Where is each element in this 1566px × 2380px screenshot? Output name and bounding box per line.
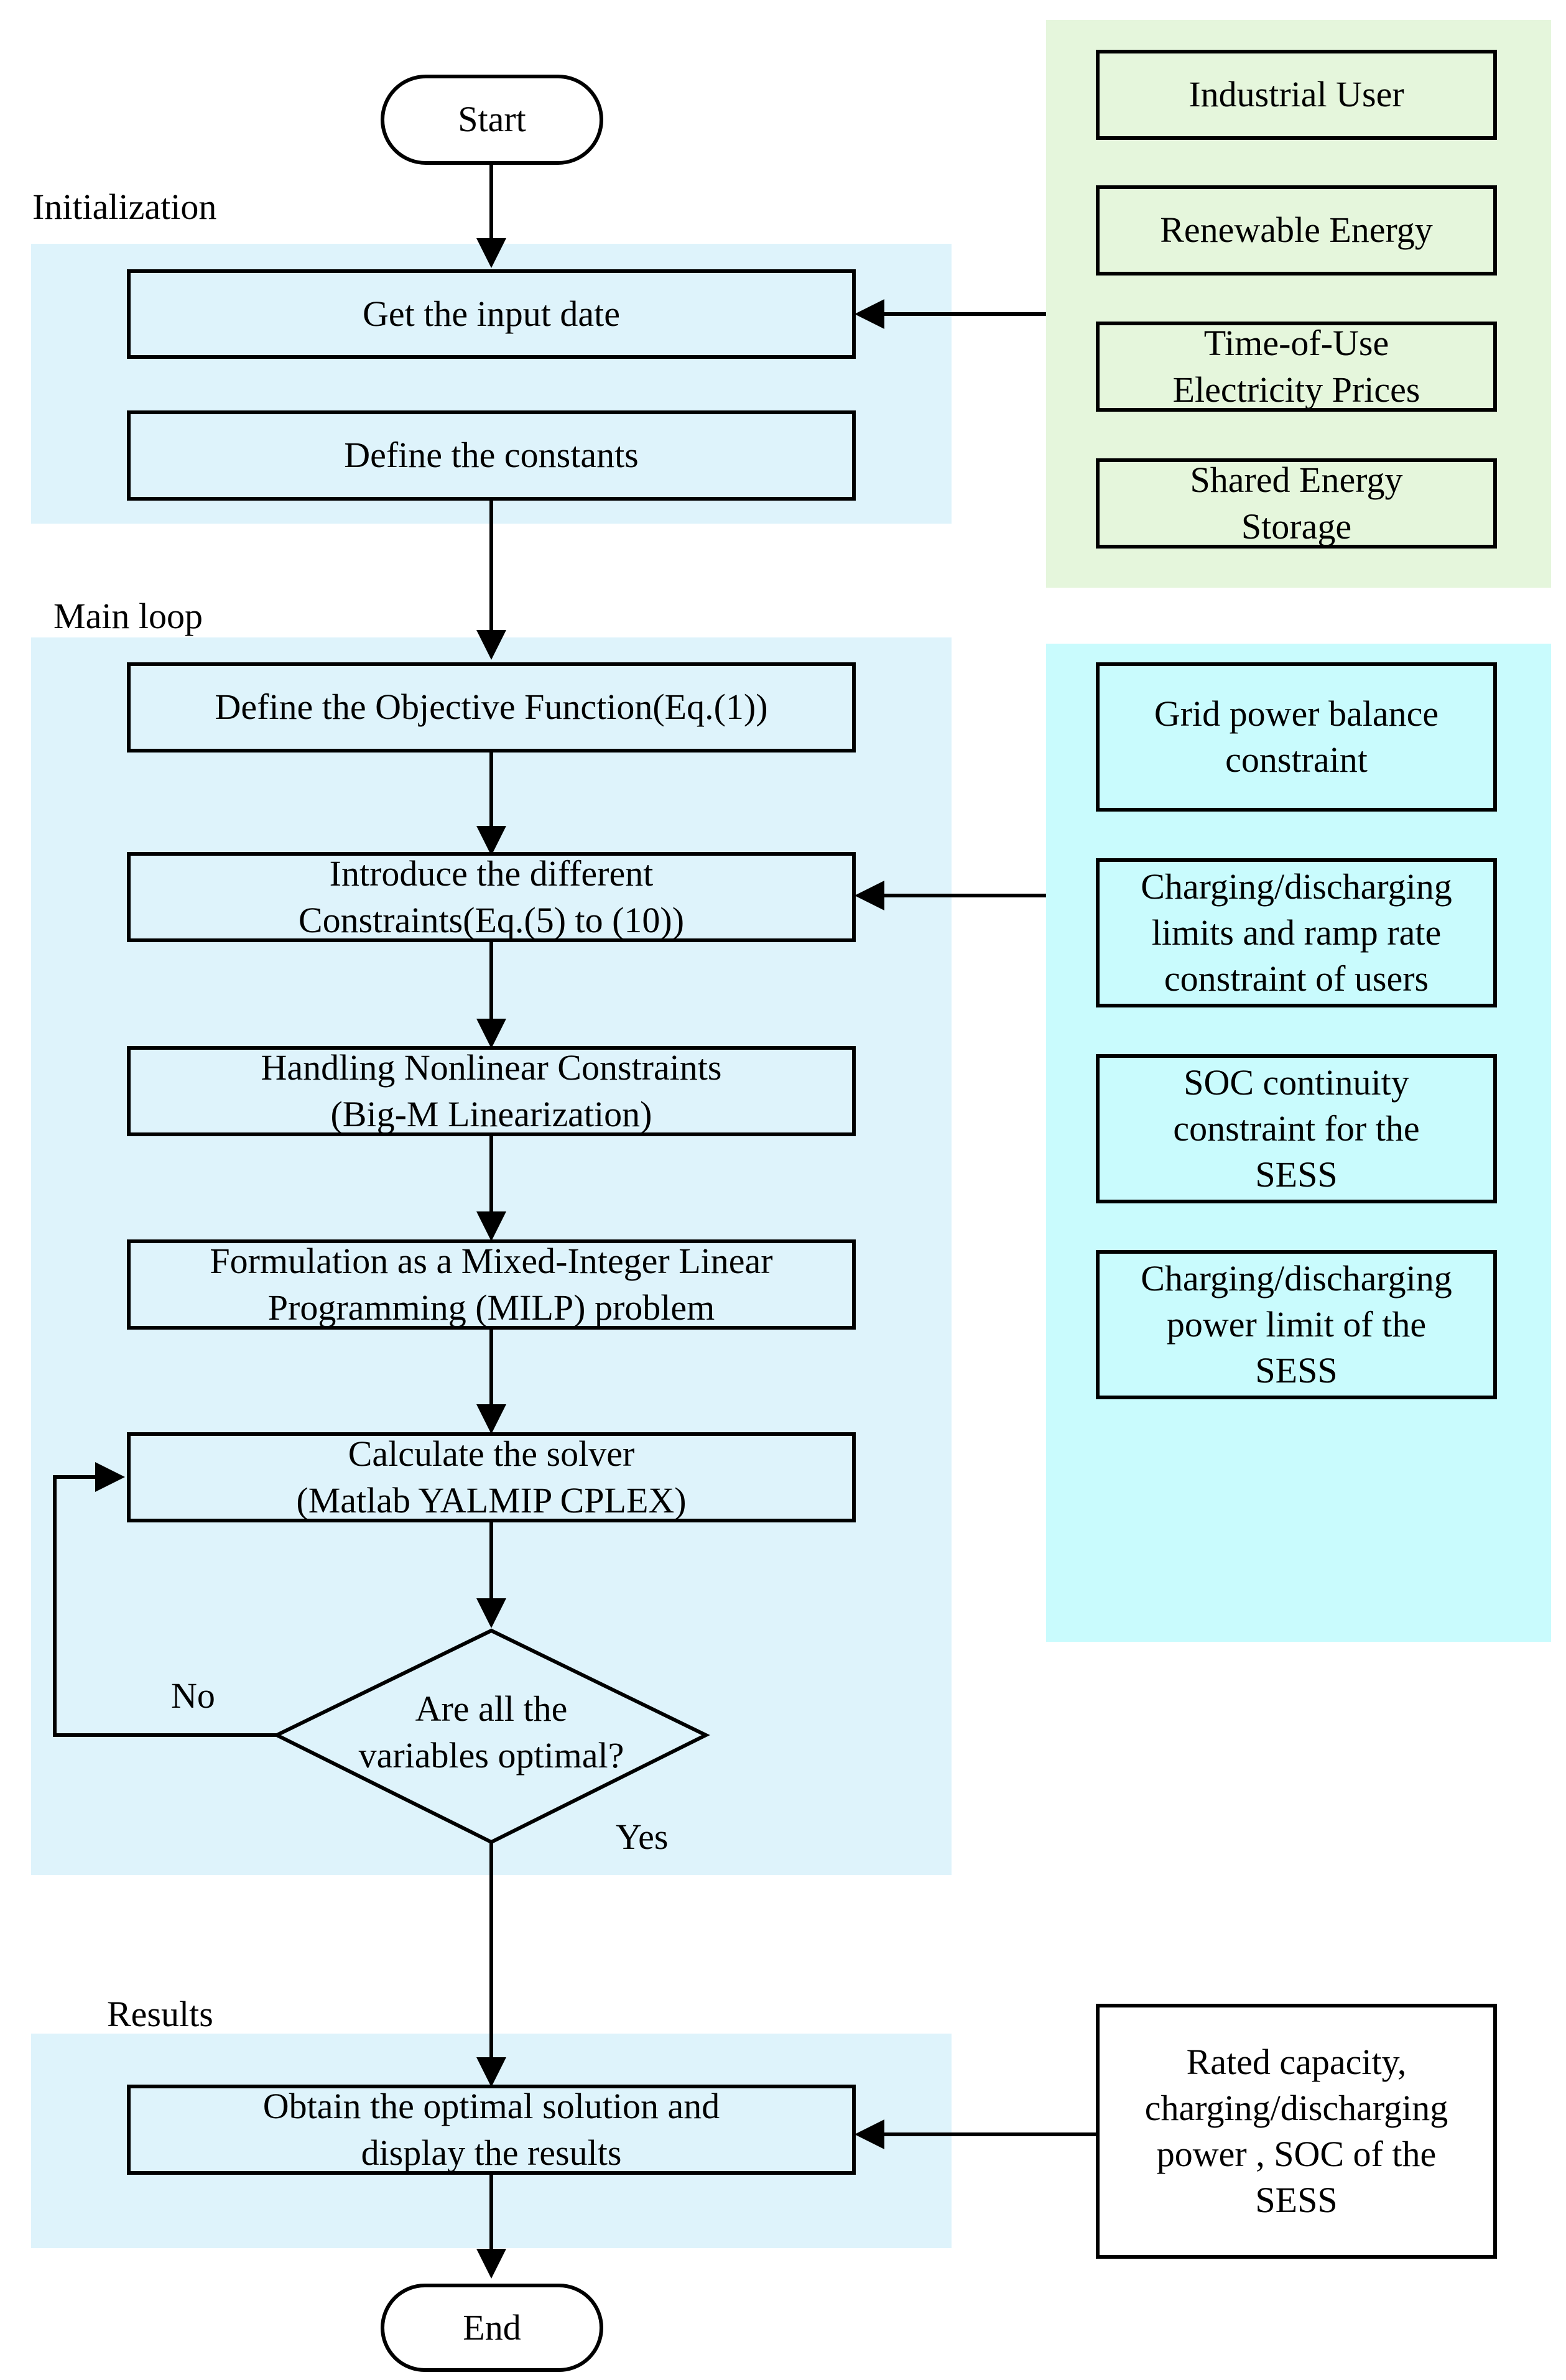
initialization-label: Initialization	[32, 187, 217, 227]
input-item-label: Industrial User	[1188, 74, 1404, 115]
input-item-renewable-energy: Renewable Energy	[1096, 185, 1497, 276]
constants-label: Define the constants	[344, 435, 639, 476]
no-branch-label: No	[171, 1675, 215, 1716]
milp-box: Formulation as a Mixed-Integer Linear Pr…	[127, 1239, 856, 1330]
end-label: End	[463, 2307, 521, 2348]
constraint-label: Charging/discharging power limit of the …	[1141, 1257, 1452, 1391]
output-box: Obtain the optimal solution and display …	[127, 2085, 856, 2175]
objective-box: Define the Objective Function(Eq.(1))	[127, 662, 856, 752]
input-item-label: Shared Energy Storage	[1190, 460, 1403, 547]
result-detail-label: Rated capacity, charging/discharging pow…	[1144, 2041, 1448, 2221]
constraint-sess-power-limit: Charging/discharging power limit of the …	[1096, 1250, 1497, 1399]
constraints-box: Introduce the different Constraints(Eq.(…	[127, 852, 856, 942]
objective-label: Define the Objective Function(Eq.(1))	[215, 687, 768, 728]
constraint-label: Charging/discharging limits and ramp rat…	[1141, 866, 1452, 999]
start-label: Start	[458, 99, 526, 140]
result-detail-box: Rated capacity, charging/discharging pow…	[1096, 2004, 1497, 2259]
nonlinear-label: Handling Nonlinear Constraints (Big-M Li…	[261, 1047, 722, 1134]
input-data-label: Get the input date	[363, 293, 620, 334]
milp-label: Formulation as a Mixed-Integer Linear Pr…	[210, 1241, 773, 1328]
input-item-label: Time-of-Use Electricity Prices	[1172, 323, 1420, 410]
constraint-soc-continuity: SOC continuity constraint for the SESS	[1096, 1054, 1497, 1203]
decision-question: Are all the variables optimal?	[358, 1688, 624, 1776]
input-item-label: Renewable Energy	[1160, 210, 1433, 251]
main-loop-label: Main loop	[53, 596, 203, 636]
input-item-shared-storage: Shared Energy Storage	[1096, 458, 1497, 549]
constants-box: Define the constants	[127, 410, 856, 501]
start-terminal: Start	[381, 75, 603, 165]
nonlinear-box: Handling Nonlinear Constraints (Big-M Li…	[127, 1046, 856, 1136]
constraint-label: SOC continuity constraint for the SESS	[1173, 1062, 1420, 1195]
constraints-label: Introduce the different Constraints(Eq.(…	[298, 853, 685, 940]
constraint-label: Grid power balance constraint	[1154, 693, 1439, 780]
input-item-industrial-user: Industrial User	[1096, 50, 1497, 140]
yes-branch-label: Yes	[616, 1817, 669, 1857]
solver-box: Calculate the solver (Matlab YALMIP CPLE…	[127, 1432, 856, 1522]
constraint-user-ramp: Charging/discharging limits and ramp rat…	[1096, 858, 1497, 1007]
input-item-tou-prices: Time-of-Use Electricity Prices	[1096, 322, 1497, 412]
results-label: Results	[107, 1994, 213, 2034]
solver-label: Calculate the solver (Matlab YALMIP CPLE…	[296, 1433, 687, 1521]
arrow-no-loop	[53, 1462, 277, 1737]
output-label: Obtain the optimal solution and display …	[262, 2086, 720, 2173]
decision-diamond	[272, 1628, 710, 1845]
end-terminal: End	[381, 2284, 603, 2372]
constraint-grid-balance: Grid power balance constraint	[1096, 662, 1497, 812]
input-data-box: Get the input date	[127, 269, 856, 359]
